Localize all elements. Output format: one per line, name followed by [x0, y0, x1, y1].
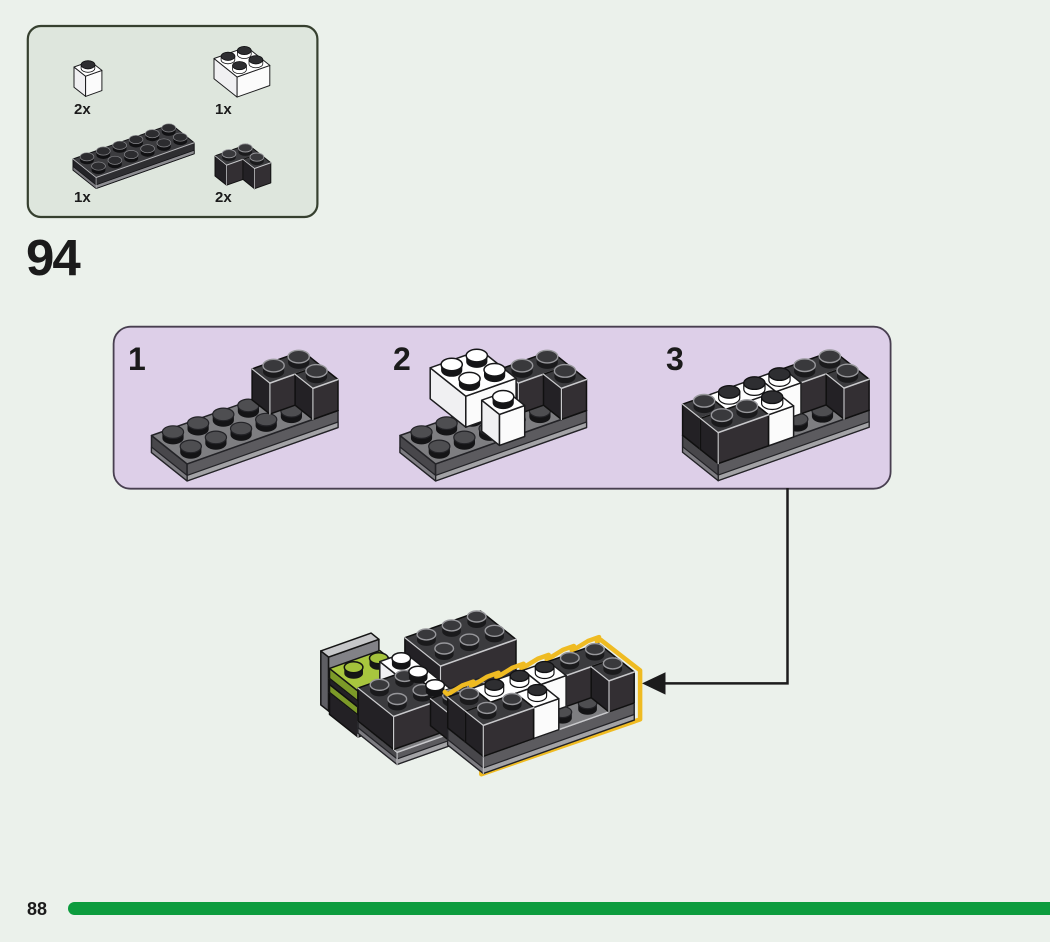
svg-text:2: 2 — [393, 341, 411, 377]
svg-text:1x: 1x — [215, 101, 232, 118]
svg-text:88: 88 — [27, 899, 47, 919]
svg-text:1x: 1x — [74, 189, 91, 206]
svg-text:1: 1 — [128, 341, 146, 377]
svg-text:3: 3 — [666, 341, 684, 377]
svg-text:2x: 2x — [215, 189, 232, 206]
svg-text:94: 94 — [26, 229, 81, 286]
svg-text:2x: 2x — [74, 101, 91, 118]
